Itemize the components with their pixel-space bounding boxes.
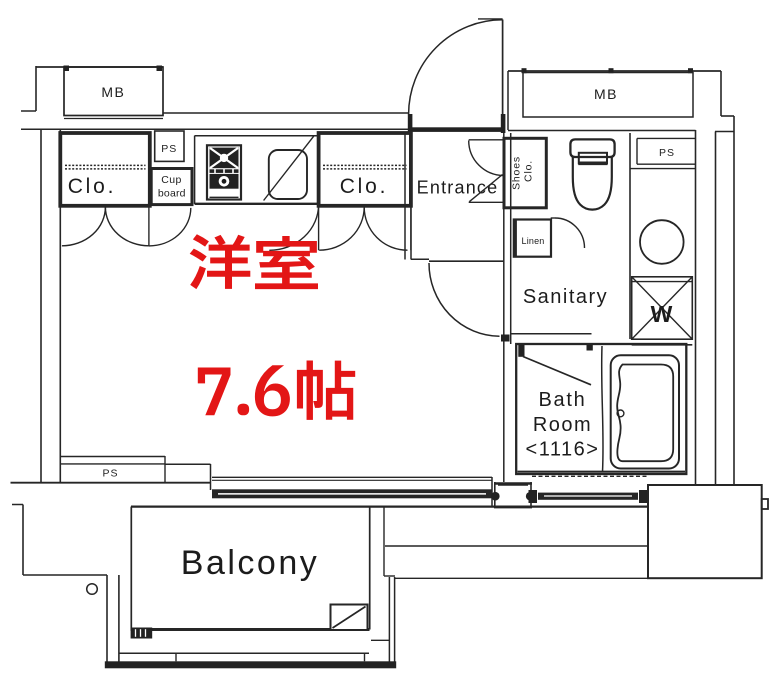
- svg-text:Balcony: Balcony: [181, 544, 319, 582]
- svg-text:PS: PS: [102, 468, 118, 480]
- svg-text:Clo.: Clo.: [340, 175, 389, 198]
- svg-text:Cup: Cup: [161, 174, 181, 186]
- svg-text:Entrance: Entrance: [417, 178, 499, 198]
- svg-text:W: W: [651, 301, 673, 327]
- svg-text:PS: PS: [659, 147, 675, 159]
- svg-text:Sanitary: Sanitary: [523, 286, 608, 308]
- svg-text:board: board: [158, 188, 186, 200]
- svg-text:Bath: Bath: [539, 389, 587, 411]
- svg-text:MB: MB: [594, 86, 618, 102]
- svg-text:PS: PS: [161, 143, 177, 155]
- svg-text:Shoes: Shoes: [511, 156, 523, 190]
- svg-text:MB: MB: [101, 84, 125, 100]
- svg-text:Clo.: Clo.: [68, 175, 117, 198]
- svg-text:Linen: Linen: [521, 236, 544, 246]
- svg-text:Room: Room: [533, 414, 592, 436]
- svg-text:Clo.: Clo.: [523, 160, 535, 182]
- svg-text:<1116>: <1116>: [526, 438, 600, 460]
